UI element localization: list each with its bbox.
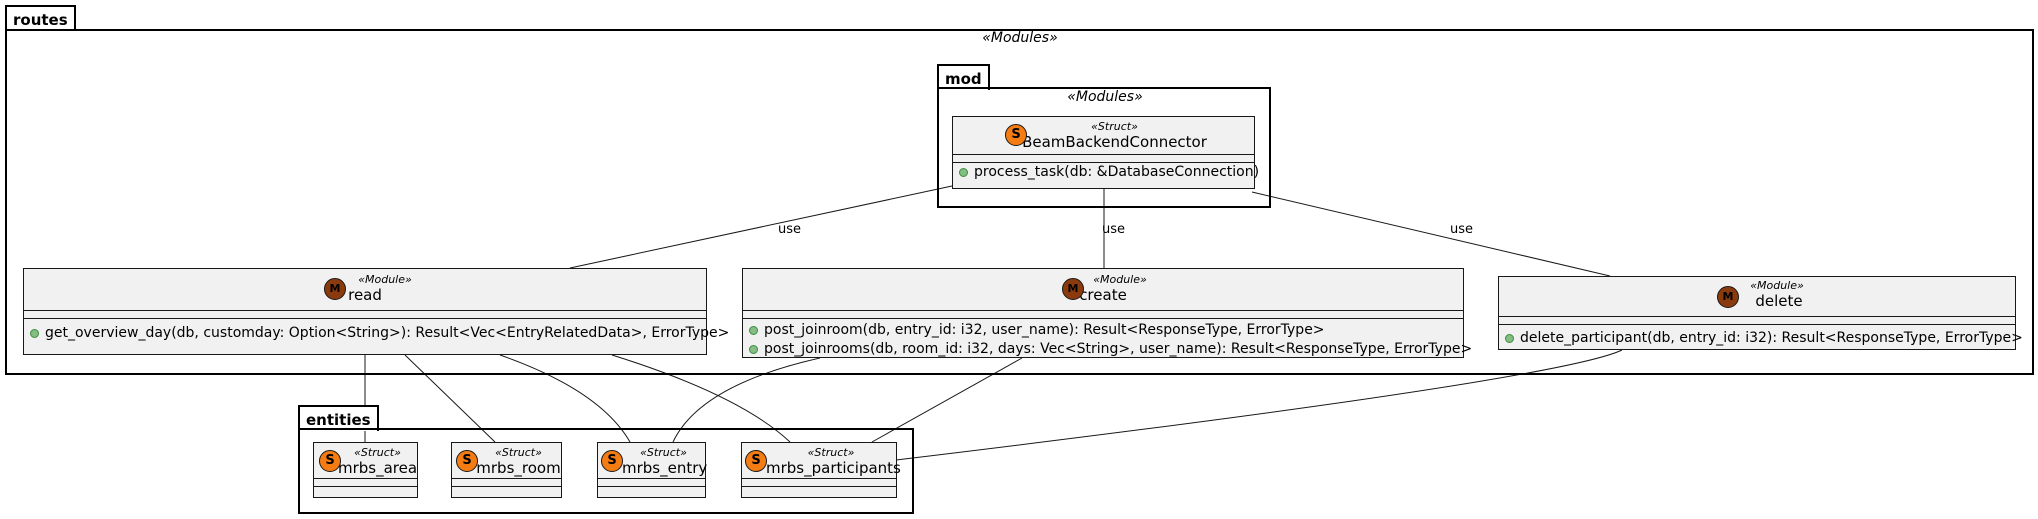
public-visibility-icon	[30, 328, 39, 338]
method-row-2: post_joinrooms(db, room_id: i32, days: V…	[743, 340, 1472, 359]
edge-connector-delete	[1251, 191, 1611, 277]
public-visibility-icon	[749, 344, 758, 354]
class-name: read	[348, 286, 382, 304]
class-name: BeamBackendConnector	[1022, 133, 1207, 151]
class-header: S «Struct» mrbs_entry	[598, 443, 708, 479]
mod-package-tab: mod	[937, 64, 990, 90]
class-stereotype: «Struct»	[354, 446, 401, 459]
class-stereotype: «Module»	[358, 273, 412, 286]
badge-letter: S	[751, 453, 761, 468]
use-label-read: use	[778, 222, 802, 237]
routes-package	[5, 29, 2034, 375]
mrbs-participants-class[interactable]: S «Struct» mrbs_participants	[741, 442, 901, 498]
mod-stereotype: «Modules»	[1067, 89, 1143, 105]
beam-backend-connector-class[interactable]: S «Struct» BeamBackendConnector process_…	[952, 116, 1259, 189]
struct-icon: S	[745, 450, 767, 472]
method-text: get_overview_day(db, customday: Option<S…	[45, 325, 730, 341]
edge-delete-participants	[895, 349, 1623, 461]
fields-compartment	[452, 479, 561, 487]
module-icon: M	[324, 278, 346, 300]
edge-read-room	[404, 354, 496, 443]
method-row: process_task(db: &DatabaseConnection)	[953, 163, 1259, 182]
fields-compartment	[314, 479, 417, 487]
class-header: S «Struct» mrbs_participants	[742, 443, 901, 479]
method-row-1: post_joinroom(db, entry_id: i32, user_na…	[743, 319, 1463, 340]
class-stereotype: «Struct»	[1091, 120, 1138, 133]
module-icon: M	[1717, 286, 1739, 308]
mrbs-entry-class[interactable]: S «Struct» mrbs_entry	[597, 442, 708, 498]
class-header: M «Module» delete	[1499, 277, 2015, 317]
class-stereotype: «Struct»	[640, 446, 687, 459]
fields-compartment	[598, 479, 705, 487]
badge-letter: S	[607, 453, 617, 468]
use-label-create: use	[1102, 222, 1126, 237]
create-module-class[interactable]: M «Module» create post_joinroom(db, entr…	[742, 268, 1472, 359]
use-label-delete: use	[1450, 222, 1474, 237]
badge-letter: S	[325, 453, 335, 468]
class-name: create	[1079, 286, 1127, 304]
public-visibility-icon	[959, 167, 968, 177]
mod-package	[937, 87, 1271, 208]
class-name: mrbs_area	[338, 459, 418, 477]
method-text: post_joinroom(db, entry_id: i32, user_na…	[764, 322, 1325, 338]
class-header: S «Struct» BeamBackendConnector	[953, 117, 1254, 155]
struct-icon: S	[456, 450, 478, 472]
class-name: mrbs_entry	[622, 459, 708, 477]
mrbs-room-class[interactable]: S «Struct» mrbs_room	[451, 442, 562, 498]
fields-compartment	[743, 311, 1463, 319]
method-text: post_joinrooms(db, room_id: i32, days: V…	[764, 341, 1473, 357]
fields-compartment	[742, 479, 896, 487]
badge-letter: S	[1011, 127, 1021, 142]
class-header: S «Struct» mrbs_room	[452, 443, 561, 479]
mod-package-name: mod	[945, 70, 982, 88]
class-header: M «Module» read	[24, 269, 706, 311]
class-stereotype: «Struct»	[495, 446, 542, 459]
badge-letter: M	[329, 282, 341, 295]
class-stereotype: «Struct»	[807, 446, 855, 459]
fields-compartment	[1499, 317, 2015, 325]
routes-package-tab: routes	[5, 5, 76, 31]
struct-icon: S	[319, 450, 341, 472]
method-row: get_overview_day(db, customday: Option<S…	[24, 319, 729, 343]
struct-icon: S	[1005, 124, 1027, 146]
badge-letter: M	[1722, 290, 1734, 303]
entities-package-tab: entities	[298, 405, 379, 431]
mrbs-area-class[interactable]: S «Struct» mrbs_area	[313, 442, 418, 498]
struct-icon: S	[601, 450, 623, 472]
method-text: delete_participant(db, entry_id: i32): R…	[1520, 330, 2023, 346]
class-stereotype: «Module»	[1750, 279, 1804, 292]
public-visibility-icon	[1505, 333, 1514, 343]
entities-package	[298, 428, 914, 514]
class-stereotype: «Module»	[1093, 273, 1147, 286]
module-icon: M	[1062, 278, 1084, 300]
method-text: process_task(db: &DatabaseConnection)	[974, 164, 1260, 180]
entities-package-name: entities	[306, 411, 371, 429]
routes-package-name: routes	[13, 11, 68, 29]
routes-stereotype: «Modules»	[982, 30, 1058, 46]
public-visibility-icon	[749, 325, 758, 335]
method-row: delete_participant(db, entry_id: i32): R…	[1499, 325, 2023, 348]
read-module-class[interactable]: M «Module» read get_overview_day(db, cus…	[23, 268, 729, 355]
fields-compartment	[953, 155, 1254, 163]
class-name: mrbs_room	[476, 459, 561, 477]
edge-read-entry	[499, 354, 631, 443]
class-name: delete	[1755, 292, 1803, 310]
badge-letter: S	[462, 453, 472, 468]
edge-read-participants	[611, 354, 791, 443]
badge-letter: M	[1067, 282, 1079, 295]
fields-compartment	[24, 311, 706, 319]
edge-connector-read	[569, 185, 953, 269]
class-header: S «Struct» mrbs_area	[314, 443, 417, 479]
class-name: mrbs_participants	[766, 459, 901, 477]
delete-module-class[interactable]: M «Module» delete delete_participant(db,…	[1498, 276, 2023, 350]
class-header: M «Module» create	[743, 269, 1463, 311]
